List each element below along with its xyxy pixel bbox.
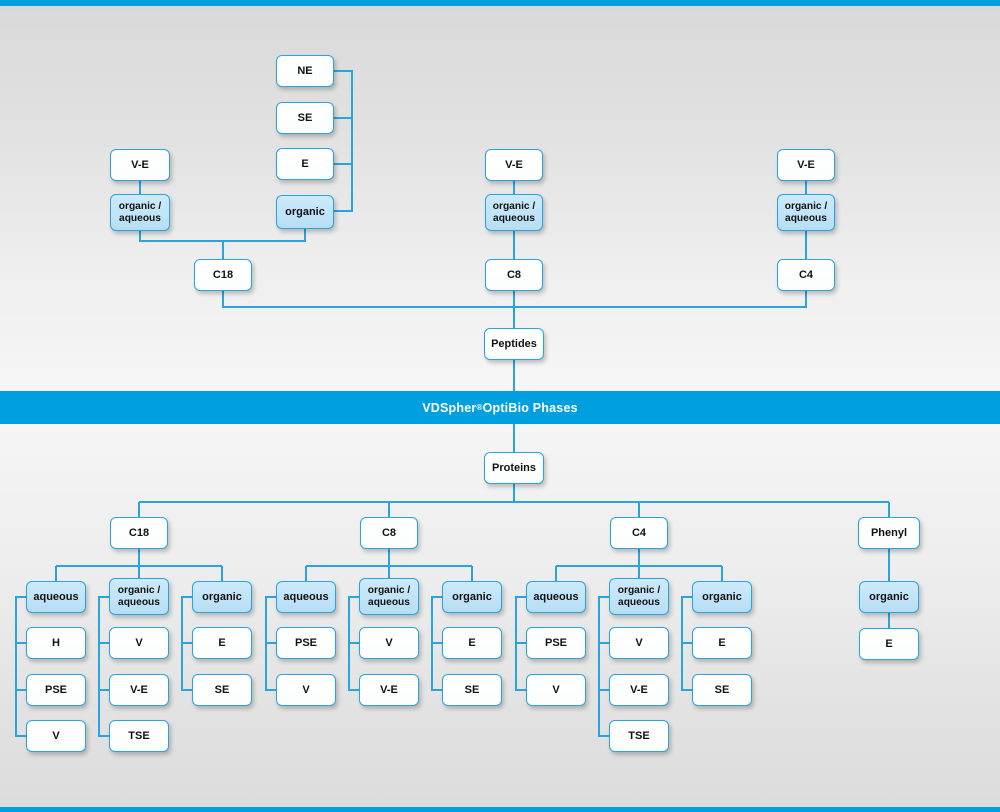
node-c8-organic-aqueous-ve[interactable]: V-E	[359, 674, 419, 706]
label-line-1: organic /	[492, 201, 536, 213]
node-c4-organic-aqueous[interactable]: organic / aqueous	[609, 578, 669, 615]
node-ve-peptides-c8[interactable]: V-E	[485, 149, 543, 181]
node-c18-aqueous-pse[interactable]: PSE	[26, 674, 86, 706]
label-line-1: organic /	[117, 585, 161, 597]
node-c4-organic-e[interactable]: E	[692, 627, 752, 659]
node-c4-aqueous-v[interactable]: V	[526, 674, 586, 706]
label-line-2: aqueous	[368, 596, 410, 608]
node-phenyl-proteins[interactable]: Phenyl	[858, 517, 920, 549]
node-c4-aqueous[interactable]: aqueous	[526, 581, 586, 613]
label-line-1: organic /	[118, 201, 162, 213]
label-line-2: aqueous	[119, 212, 161, 224]
node-c4-organic-se[interactable]: SE	[692, 674, 752, 706]
node-organic-aqueous-peptides-c4[interactable]: organic / aqueous	[777, 194, 835, 231]
node-c8-proteins[interactable]: C8	[360, 517, 418, 549]
node-c4-organic[interactable]: organic	[692, 581, 752, 613]
node-c18-peptides[interactable]: C18	[194, 259, 252, 291]
node-organic-peptides-c18[interactable]: organic	[276, 195, 334, 229]
top-accent-bar	[0, 0, 1000, 6]
node-organic-aqueous-peptides-c18[interactable]: organic / aqueous	[110, 194, 170, 231]
node-e[interactable]: E	[276, 148, 334, 180]
bottom-accent-bar	[0, 807, 1000, 812]
label-line-1: organic /	[784, 201, 828, 213]
node-phenyl-organic[interactable]: organic	[859, 581, 919, 613]
node-c18-aqueous-v[interactable]: V	[26, 720, 86, 752]
node-c18-organic-aqueous-tse[interactable]: TSE	[109, 720, 169, 752]
label-line-1: organic /	[617, 585, 661, 597]
node-c4-proteins[interactable]: C4	[610, 517, 668, 549]
node-c4-organic-aqueous-ve[interactable]: V-E	[609, 674, 669, 706]
node-c18-aqueous[interactable]: aqueous	[26, 581, 86, 613]
node-c18-organic-aqueous-v[interactable]: V	[109, 627, 169, 659]
label-line-2: aqueous	[785, 212, 827, 224]
banner-text-before: VDSpher	[422, 400, 477, 415]
node-c8-organic[interactable]: organic	[442, 581, 502, 613]
label-line-2: aqueous	[118, 596, 160, 608]
node-c4-organic-aqueous-tse[interactable]: TSE	[609, 720, 669, 752]
label-line-2: aqueous	[493, 212, 535, 224]
node-c8-organic-e[interactable]: E	[442, 627, 502, 659]
node-c4-aqueous-pse[interactable]: PSE	[526, 627, 586, 659]
node-c18-organic-aqueous-ve[interactable]: V-E	[109, 674, 169, 706]
node-ve-peptides-c18[interactable]: V-E	[110, 149, 170, 181]
node-c8-aqueous-v[interactable]: V	[276, 674, 336, 706]
node-c18-organic[interactable]: organic	[192, 581, 252, 613]
node-c8-peptides[interactable]: C8	[485, 259, 543, 291]
node-proteins[interactable]: Proteins	[484, 452, 544, 484]
label-line-1: organic /	[367, 585, 411, 597]
node-c8-organic-aqueous[interactable]: organic / aqueous	[359, 578, 419, 615]
node-c8-organic-se[interactable]: SE	[442, 674, 502, 706]
node-c18-organic-se[interactable]: SE	[192, 674, 252, 706]
node-c4-organic-aqueous-v[interactable]: V	[609, 627, 669, 659]
node-c8-aqueous-pse[interactable]: PSE	[276, 627, 336, 659]
node-ve-peptides-c4[interactable]: V-E	[777, 149, 835, 181]
label-line-2: aqueous	[618, 596, 660, 608]
node-c18-organic-e[interactable]: E	[192, 627, 252, 659]
node-se[interactable]: SE	[276, 102, 334, 134]
section-banner: VDSpher® OptiBio Phases	[0, 391, 1000, 424]
registered-mark-icon: ®	[476, 403, 483, 412]
node-c18-aqueous-h[interactable]: H	[26, 627, 86, 659]
node-organic-aqueous-peptides-c8[interactable]: organic / aqueous	[485, 194, 543, 231]
node-c8-aqueous[interactable]: aqueous	[276, 581, 336, 613]
node-phenyl-organic-e[interactable]: E	[859, 628, 919, 660]
node-peptides[interactable]: Peptides	[484, 328, 544, 360]
node-c4-peptides[interactable]: C4	[777, 259, 835, 291]
node-ne[interactable]: NE	[276, 55, 334, 87]
node-c8-organic-aqueous-v[interactable]: V	[359, 627, 419, 659]
node-c18-organic-aqueous[interactable]: organic / aqueous	[109, 578, 169, 615]
banner-text-after: OptiBio Phases	[482, 400, 578, 415]
node-c18-proteins[interactable]: C18	[110, 517, 168, 549]
